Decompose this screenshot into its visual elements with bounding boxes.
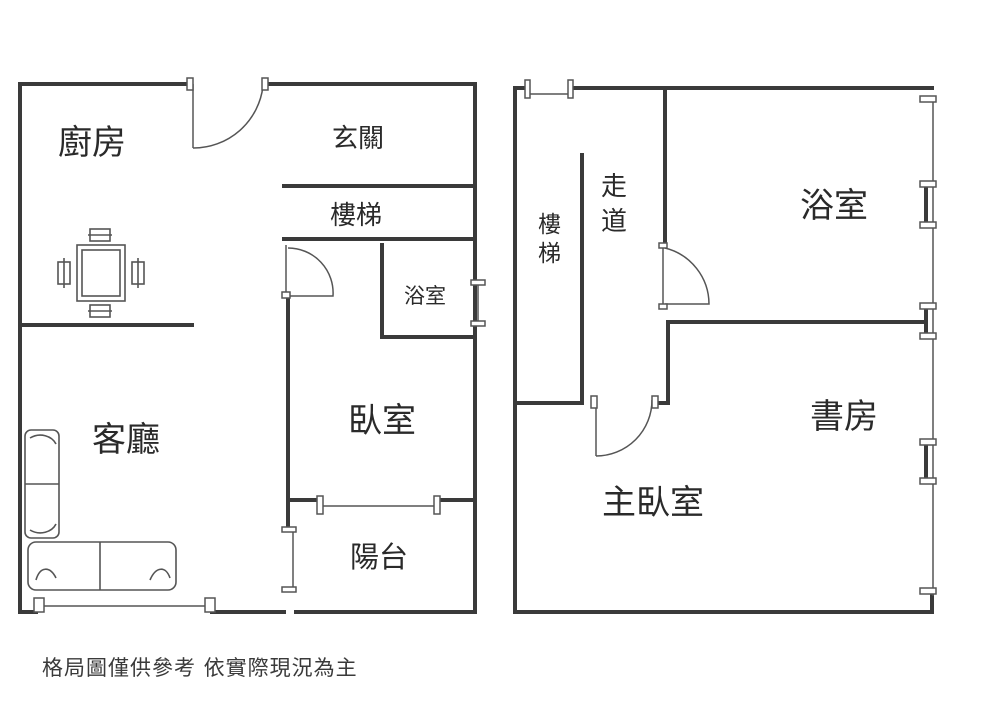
room-label-stairs-b-top: 樓 (538, 212, 561, 238)
living-window-post-left (33, 597, 45, 613)
right-window-clip-8 (919, 587, 937, 595)
balcony-door-post-right (433, 495, 441, 515)
living-window-post-right (204, 597, 216, 613)
floor-plan-a (18, 82, 477, 614)
balcony-window-clip-top (281, 526, 297, 533)
right-window-clip-4 (919, 302, 937, 310)
bedroom-door-swing (287, 247, 334, 297)
entry-door-jamb-left (186, 77, 194, 91)
room-label-kitchen: 廚房 (58, 123, 126, 163)
room-label-study: 書房 (810, 397, 878, 437)
balcony-door-post-left (316, 495, 324, 515)
room-label-stairs-b-bottom: 梯 (538, 241, 561, 267)
room-label-bedroom: 臥室 (348, 401, 416, 441)
right-window-clip-1 (919, 95, 937, 103)
room-label-balcony: 陽台 (350, 540, 408, 574)
right-window-clip-2 (919, 180, 937, 188)
balcony-window-clip-bottom (281, 586, 297, 593)
top-window-post-right (567, 79, 574, 99)
room-label-bathroom-b: 浴室 (800, 186, 868, 226)
right-window-clip-7 (919, 477, 937, 485)
room-label-bathroom: 浴室 (404, 284, 446, 308)
entry-door-swing (192, 85, 264, 149)
wall-outer-b (513, 86, 934, 614)
right-window-clip-3 (919, 221, 937, 229)
wall-outer-a (18, 82, 477, 614)
entry-door-jamb-right (261, 77, 269, 91)
room-label-corridor-top: 走 (601, 172, 627, 202)
top-window-post-left (524, 79, 531, 99)
bath-door-swing-b (664, 247, 710, 305)
bathroom-window-clip-top (470, 279, 486, 286)
room-label-living-room: 客廳 (92, 420, 160, 460)
dining-table-icon (57, 228, 145, 318)
right-window-clip-5 (919, 332, 937, 340)
bedroom-door-jamb (281, 291, 291, 299)
room-label-stairs: 樓梯 (330, 201, 382, 231)
footer-disclaimer: 格局圖僅供參考 依實際現況為主 (42, 656, 358, 680)
master-door-swing (595, 399, 653, 457)
room-label-entrance: 玄關 (332, 124, 384, 154)
room-label-master-bedroom: 主臥室 (602, 483, 704, 523)
bathroom-window-clip-bottom (470, 320, 486, 327)
room-label-corridor-bottom: 道 (601, 207, 627, 237)
sofa-icon (24, 429, 177, 591)
right-window-clip-6 (919, 438, 937, 446)
floor-plan-b (513, 86, 934, 614)
wall-bathroom-a (380, 243, 477, 339)
